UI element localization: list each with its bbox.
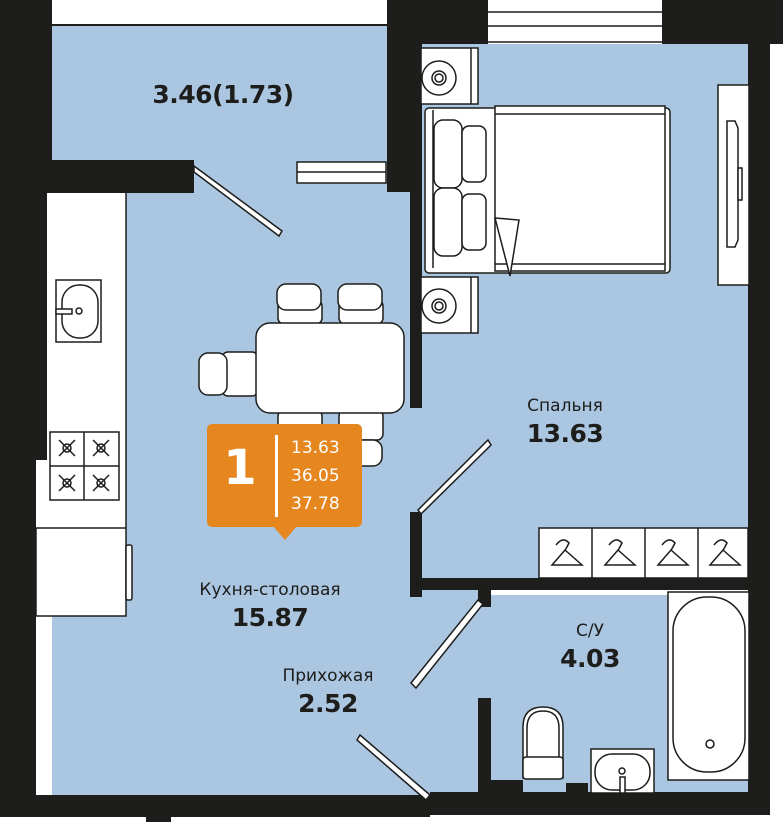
hallway-name: Прихожая xyxy=(282,666,374,686)
badge-values: 13.63 36.05 37.78 xyxy=(291,434,340,518)
chair-icon xyxy=(276,283,323,325)
balcony-area: 3.46(1.73) xyxy=(152,80,294,109)
hall-floor xyxy=(380,560,490,800)
chair-icon xyxy=(337,283,384,325)
stove-icon xyxy=(49,431,120,501)
total-area: 36.05 xyxy=(291,466,340,486)
apartment-badge: 1 13.63 36.05 37.78 xyxy=(207,424,362,527)
badge-pointer xyxy=(273,526,297,540)
total-area-with-balcony: 37.78 xyxy=(291,494,340,514)
bed-icon xyxy=(424,105,671,277)
window-icon xyxy=(488,0,662,44)
dining-table-icon xyxy=(198,283,405,467)
rooms-count: 1 xyxy=(223,440,257,496)
kitchen-name: Кухня-столовая xyxy=(199,580,341,600)
door-icon xyxy=(193,164,492,802)
chair-icon xyxy=(198,351,259,397)
tv-icon xyxy=(717,84,750,286)
hallway-area: 2.52 xyxy=(298,689,358,718)
wardrobe xyxy=(538,527,749,579)
kitchen-counter xyxy=(35,193,133,617)
toilet-icon xyxy=(522,706,564,780)
bathroom-name: С/У xyxy=(576,621,604,641)
sink-icon xyxy=(55,279,102,343)
bathroom-area: 4.03 xyxy=(560,644,620,673)
living-area: 13.63 xyxy=(291,438,340,458)
sink-icon xyxy=(590,748,655,794)
balcony-door-icon xyxy=(296,161,387,184)
badge-divider xyxy=(275,435,278,517)
bedroom-name: Спальня xyxy=(527,396,603,416)
balcony-floor xyxy=(52,24,387,160)
wardrobe-hanger-icon xyxy=(550,539,742,566)
nightstand-icon xyxy=(420,276,479,334)
nightstand-icon xyxy=(420,47,479,105)
bathtub-icon xyxy=(667,591,750,781)
bedroom-area: 13.63 xyxy=(526,419,604,448)
kitchen-area: 15.87 xyxy=(231,603,309,632)
